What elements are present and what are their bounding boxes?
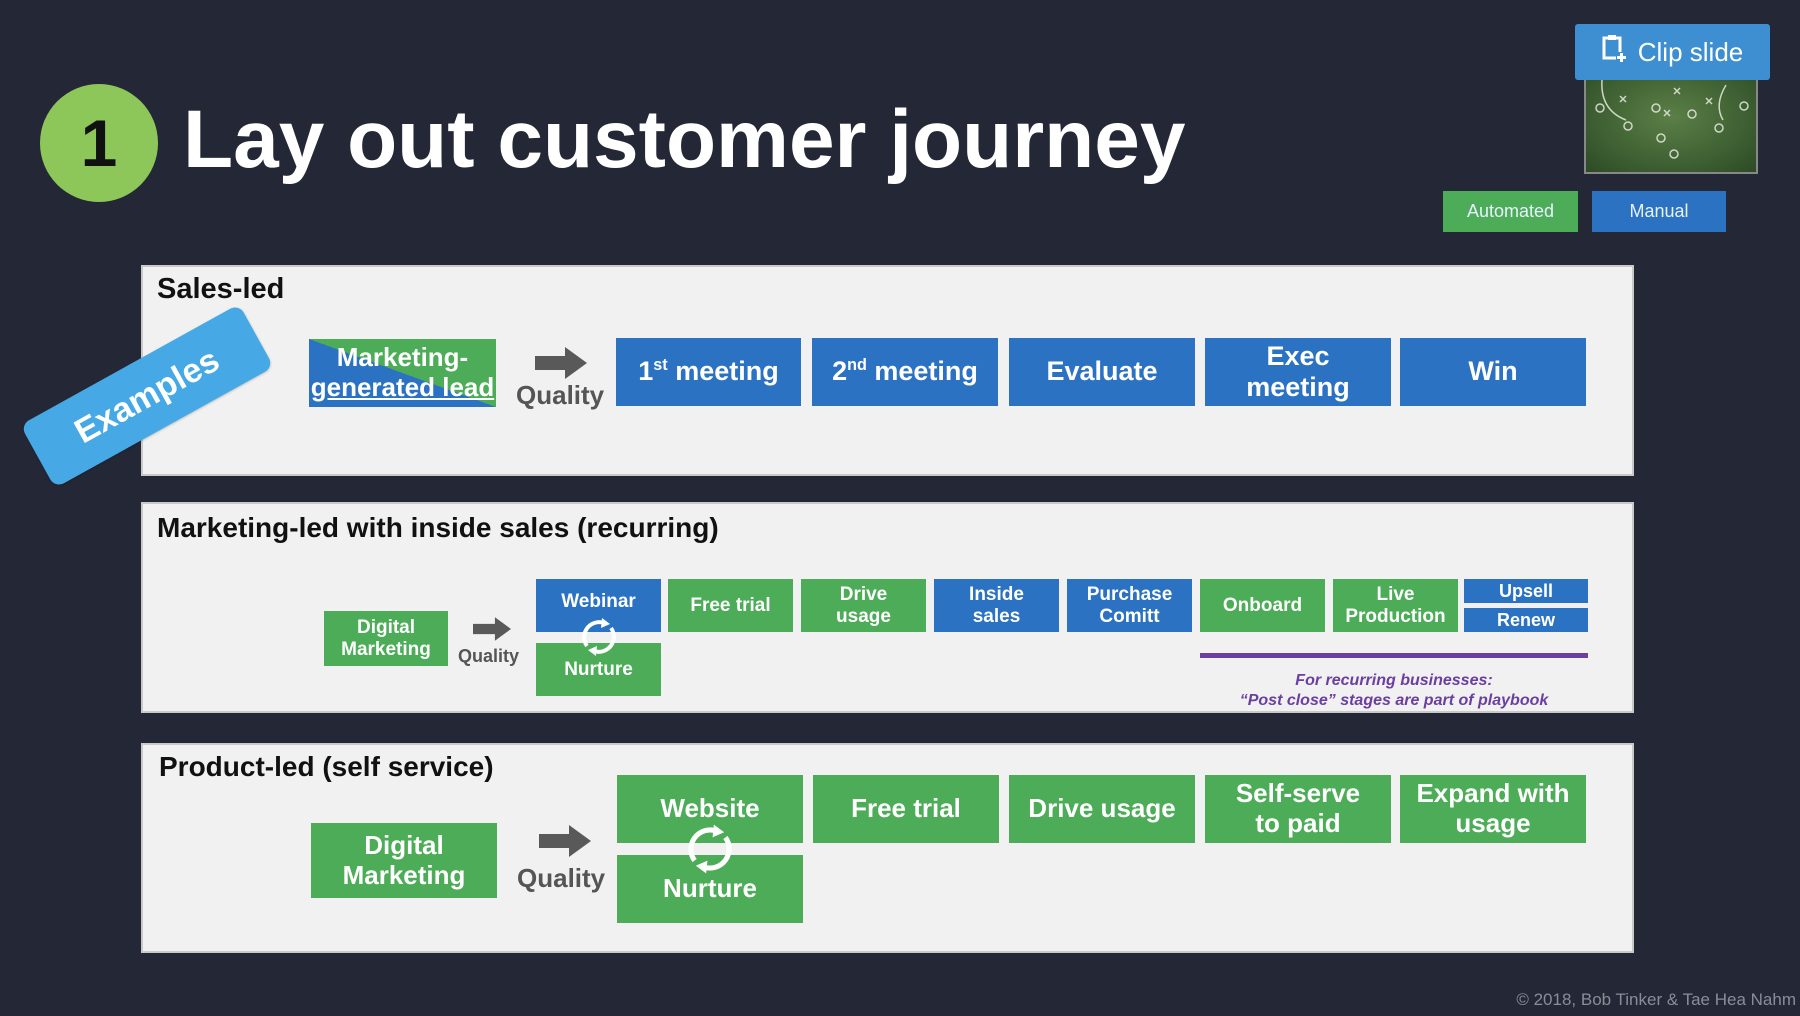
stage-label: Webinar <box>561 590 636 612</box>
stage-upsell: Upsell <box>1464 579 1588 603</box>
stage-label-line2: usage <box>1455 808 1531 838</box>
post-close-bracket-line <box>1200 653 1588 658</box>
stage-drive-usage: Drive usage <box>1009 775 1195 843</box>
stage-label-line2: to paid <box>1255 808 1341 838</box>
clip-slide-button[interactable]: Clip slide <box>1575 24 1770 80</box>
cycle-arrows-icon <box>582 618 616 656</box>
stage-webinar: Webinar <box>536 579 661 632</box>
note-line1: For recurring businesses: <box>1295 672 1493 689</box>
arrow-right-icon <box>473 617 511 641</box>
stage-label-line2: sales <box>972 605 1021 627</box>
step-number-badge: 1 <box>40 84 158 202</box>
stage-label: Renew <box>1496 609 1556 630</box>
legend-manual: Manual <box>1592 191 1726 232</box>
stage-1st-meeting: 1st meeting <box>616 338 801 406</box>
marketing-led-title: Marketing-led with inside sales (recurri… <box>157 512 719 543</box>
stage-label: Onboard <box>1222 594 1303 616</box>
stage-label: 1st meeting <box>638 356 779 387</box>
legend-manual-label: Manual <box>1629 201 1689 221</box>
legend-automated-label: Automated <box>1466 201 1555 221</box>
stage-marketing-generated-lead: Marketing- generated lead <box>309 339 496 407</box>
sales-led-title: Sales-led <box>157 273 285 305</box>
clip-slide-label: Clip slide <box>1637 36 1744 67</box>
stage-label-line1: Marketing- <box>336 342 469 373</box>
sales-led-panel: Sales-led Marketing- generated lead Qual… <box>141 265 1634 476</box>
stage-free-trial: Free trial <box>668 579 793 632</box>
product-led-title: Product-led (self service) <box>159 751 494 782</box>
quality-label: Quality <box>458 646 520 666</box>
post-close-note: For recurring businesses: “Post close” s… <box>1200 671 1588 711</box>
stage-label-line2: Marketing <box>341 638 431 660</box>
cycle-arrows-icon <box>688 824 732 874</box>
stage-evaluate: Evaluate <box>1009 338 1195 406</box>
marketing-led-panel: Marketing-led with inside sales (recurri… <box>141 502 1634 713</box>
stage-nurture: Nurture <box>536 643 661 696</box>
stage-2nd-meeting: 2nd meeting <box>812 338 998 406</box>
stage-label: Nurture <box>663 873 757 904</box>
stage-label-line1: Expand with <box>1416 778 1570 809</box>
copyright-notice: © 2018, Bob Tinker & Tae Hea Nahm <box>1516 990 1796 1009</box>
chalkboard-play-diagram-icon <box>1595 79 1749 159</box>
stage-label-line2: Marketing <box>342 859 466 890</box>
quality-label: Quality <box>516 380 605 410</box>
stage-label-line2: usage <box>836 605 891 627</box>
stage-label-line1: Inside <box>969 583 1024 605</box>
stage-label-line1: Self-serve <box>1235 778 1361 809</box>
stage-label: Free trial <box>851 793 961 824</box>
stage-label-line1: Purchase <box>1086 583 1173 605</box>
stage-free-trial: Free trial <box>813 775 999 843</box>
stage-label: Win <box>1468 356 1518 387</box>
note-line2: “Post close” stages are part of playbook <box>1239 692 1549 709</box>
stage-label: Nurture <box>564 658 633 680</box>
stage-label: Website <box>660 793 760 824</box>
step-number: 1 <box>80 106 118 180</box>
slide-title: Lay out customer journey <box>183 94 1186 185</box>
stage-label-line2: Comitt <box>1099 605 1160 627</box>
stage-label-line2: meeting <box>1246 372 1350 402</box>
stage-label-line1: Digital <box>364 829 444 860</box>
arrow-right-icon <box>535 347 587 379</box>
stage-label-line1: Live <box>1376 583 1415 605</box>
stage-label: Upsell <box>1498 580 1554 601</box>
legend-automated: Automated <box>1443 191 1578 232</box>
arrow-right-icon <box>539 825 591 857</box>
stage-label-line2: generated lead <box>310 372 495 402</box>
stage-renew: Renew <box>1464 608 1588 632</box>
stage-label: Free trial <box>690 594 771 616</box>
stage-label: Drive usage <box>1028 793 1176 824</box>
stage-label: Evaluate <box>1046 356 1158 387</box>
stage-win: Win <box>1400 338 1586 406</box>
quality-label: Quality <box>517 863 606 893</box>
clipboard-plus-icon <box>1602 34 1628 71</box>
stage-label-line2: Production <box>1345 605 1446 627</box>
stage-label-line1: Drive <box>839 583 888 605</box>
stage-onboard: Onboard <box>1200 579 1325 632</box>
stage-label-line1: Digital <box>356 616 416 638</box>
stage-label: 2nd meeting <box>832 356 978 387</box>
stage-label-line1: Exec <box>1266 340 1330 371</box>
slide-thumbnail[interactable] <box>1584 78 1758 174</box>
